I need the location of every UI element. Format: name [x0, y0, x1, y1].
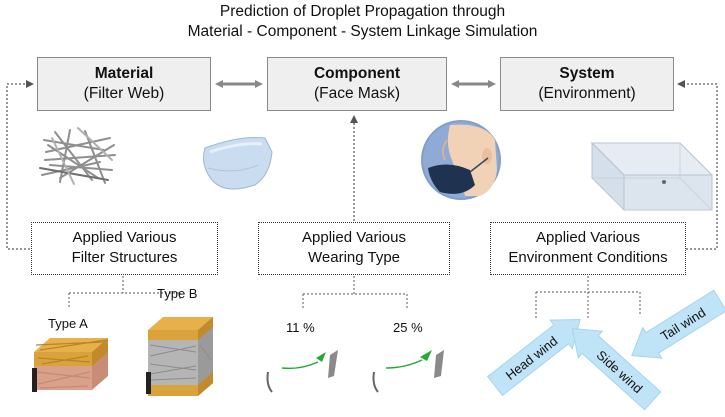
component-box: Component (Face Mask)	[267, 57, 447, 111]
environment-conditions-line-1: Applied Various	[536, 229, 640, 246]
leakage-11-percent-icon	[266, 350, 338, 393]
type-b-label: Type B	[157, 286, 198, 301]
filter-type-b-icon	[146, 317, 213, 396]
wearing-type-line-1: Applied Various	[302, 229, 406, 246]
title-line-1: Prediction of Droplet Propagation throug…	[219, 3, 506, 20]
filter-web-fiber-icon	[39, 127, 116, 185]
filter-structures-box: Applied Various Filter Structures	[31, 222, 218, 275]
filter-structures-line-2: Filter Structures	[71, 249, 178, 266]
wearing-type-box: Applied Various Wearing Type	[258, 222, 450, 275]
material-subtitle: (Filter Web)	[83, 85, 165, 102]
title-line-2: Material - Component - System Linkage Si…	[187, 23, 538, 40]
type-a-label: Type A	[48, 316, 88, 331]
side-wind-arrow: Side wind	[571, 327, 662, 411]
leakage-25-percent-icon	[372, 350, 444, 393]
wearing-25-label: 25 %	[393, 320, 423, 335]
filter-type-a-icon	[32, 338, 108, 392]
tail-wind-arrow: Tail wind	[631, 289, 725, 359]
filter-type-connector	[68, 276, 181, 308]
wind-connector	[535, 276, 641, 320]
material-title: Material	[94, 65, 154, 82]
system-title: System	[559, 65, 615, 82]
wearing-11-label: 11 %	[286, 320, 315, 335]
wearing-type-line-2: Wearing Type	[308, 249, 400, 266]
component-subtitle: (Face Mask)	[313, 85, 401, 102]
environment-box-icon	[590, 141, 714, 212]
system-subtitle: (Environment)	[538, 85, 636, 102]
environment-conditions-line-2: Environment Conditions	[508, 249, 668, 266]
environment-feedback-arrow	[677, 80, 718, 250]
diagram-title: Prediction of Droplet Propagation throug…	[0, 2, 725, 42]
filter-feedback-arrow	[6, 80, 34, 250]
environment-conditions-box: Applied Various Environment Conditions	[490, 222, 686, 275]
material-box: Material (Filter Web)	[37, 57, 211, 111]
head-wind-arrow: Head wind	[486, 319, 581, 397]
component-title: Component	[313, 65, 401, 82]
head-with-mask-icon	[421, 120, 501, 200]
filter-structures-line-1: Applied Various	[72, 229, 177, 246]
face-mask-icon	[203, 137, 273, 190]
system-box: System (Environment)	[500, 57, 674, 111]
wearing-type-connector	[302, 276, 408, 310]
